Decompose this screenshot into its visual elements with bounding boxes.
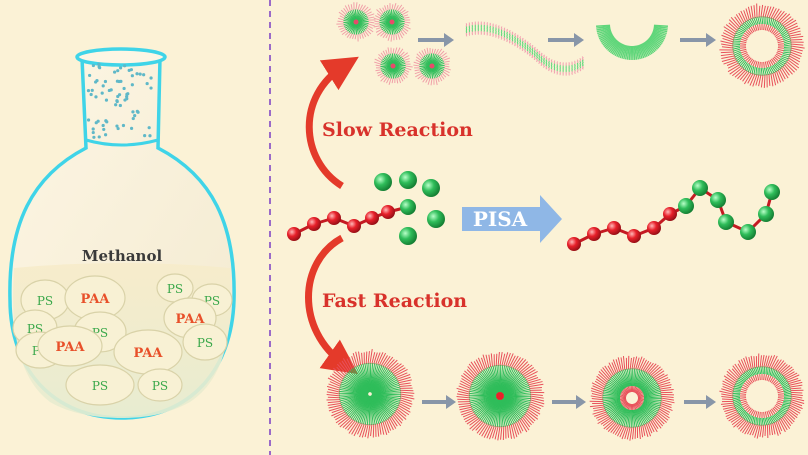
core-bead xyxy=(327,211,341,225)
small-micelle xyxy=(374,47,413,85)
flask-rim xyxy=(75,47,167,67)
particle xyxy=(65,364,135,406)
particle xyxy=(182,323,228,361)
ps-label: PS xyxy=(152,379,168,393)
fast-reaction-label: Fast Reaction xyxy=(322,290,467,312)
fast-pathway-morphologies xyxy=(326,348,805,441)
solvent-droplets xyxy=(86,62,153,139)
small-micelle xyxy=(373,3,411,42)
ps-label: PS xyxy=(167,282,183,296)
small-micelle xyxy=(336,2,376,42)
monomer xyxy=(422,179,440,197)
core-bead xyxy=(587,227,601,241)
slow-reaction-label: Slow Reaction xyxy=(322,119,473,141)
paa-label: PAA xyxy=(133,346,163,361)
nascent-vesicle xyxy=(589,355,675,441)
vesicle xyxy=(719,353,805,439)
polymer-particles: PSPAAPSPSPSPSPAAPSPAAPAAPSPSPS xyxy=(12,273,233,406)
worm-micelle xyxy=(465,21,585,76)
core-bead xyxy=(627,229,641,243)
shell-bead xyxy=(692,180,708,196)
monomer xyxy=(399,227,417,245)
small-micelles xyxy=(336,2,451,86)
free-monomers xyxy=(374,171,445,245)
core-bead xyxy=(663,207,677,221)
reaction-flask: Methanol PSPAAPSPSPSPSPAAPSPAAPAAPSPSPS xyxy=(8,47,236,420)
slow-pathway-morphologies xyxy=(336,2,805,88)
transition-arrows-bottom xyxy=(422,395,716,409)
ps-label: PS xyxy=(37,294,53,308)
macro-raft-chain xyxy=(287,199,416,241)
particle xyxy=(137,368,183,402)
ps-label: PS xyxy=(92,379,108,393)
core-bead xyxy=(567,237,581,251)
pisa-arrow: PISA xyxy=(462,195,562,243)
vesicle-top xyxy=(719,3,805,88)
small-micelle xyxy=(413,47,451,86)
pisa-arrow-shape xyxy=(462,195,562,243)
core-bead xyxy=(365,211,379,225)
core-bead xyxy=(647,221,661,235)
bowl-vesicle xyxy=(596,24,668,61)
pisa-label: PISA xyxy=(473,207,528,231)
shell-bead xyxy=(678,198,694,214)
core-bead xyxy=(287,227,301,241)
shell-bead xyxy=(758,206,774,222)
monomer xyxy=(427,210,445,228)
core-bead xyxy=(607,221,621,235)
spherical-micelle xyxy=(456,352,545,441)
particle xyxy=(37,325,103,367)
paa-label: PAA xyxy=(175,312,205,327)
shell-bead xyxy=(710,192,726,208)
ps-label: PS xyxy=(197,336,213,350)
solvent-label: Methanol xyxy=(82,247,163,265)
spherical-micelle xyxy=(326,348,415,439)
flask-neck-band xyxy=(85,138,159,147)
shell-bead xyxy=(740,224,756,240)
core-bead xyxy=(381,205,395,219)
shell-bead xyxy=(400,199,416,215)
monomer xyxy=(399,171,417,189)
core-bead xyxy=(307,217,321,231)
fast-reaction-arrow xyxy=(305,234,359,375)
block-copolymer-chain xyxy=(567,180,780,251)
slow-reaction-arrow xyxy=(305,56,359,189)
vesicle xyxy=(719,3,805,88)
paa-label: PAA xyxy=(55,340,85,355)
transition-arrows-top xyxy=(418,33,716,47)
core-bead xyxy=(347,219,361,233)
paa-label: PAA xyxy=(80,292,110,307)
shell-bead xyxy=(718,214,734,230)
monomer xyxy=(374,173,392,191)
shell-bead xyxy=(764,184,780,200)
